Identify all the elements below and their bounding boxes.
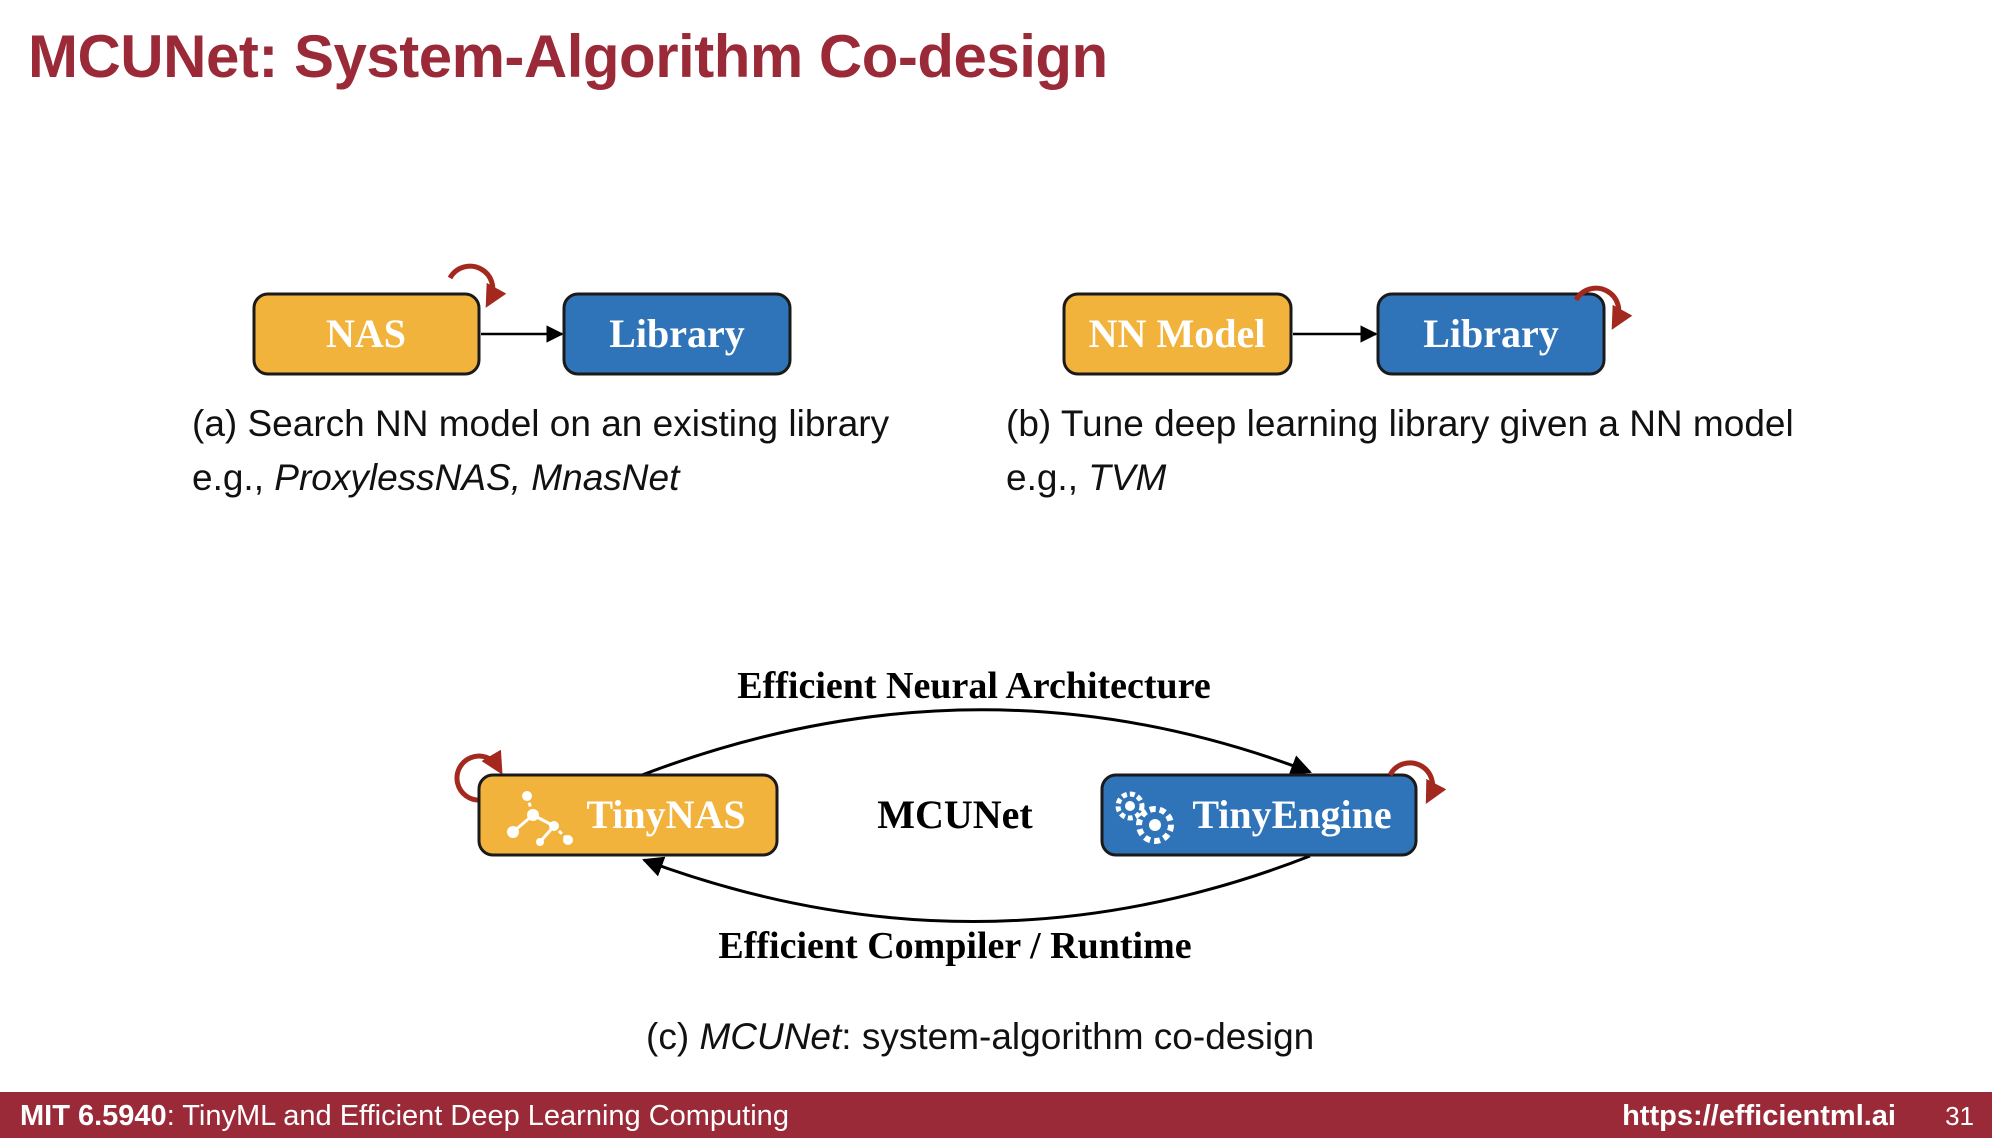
panel-c-caption: (c) MCUNet: system-algorithm co-design [646,1010,1314,1064]
footer-course: MIT 6.5940: TinyML and Efficient Deep Le… [20,1100,789,1133]
panel-c-caption-prefix: (c) [646,1016,700,1057]
panel-a-examples: ProxylessNAS, MnasNet [274,457,680,498]
library-loop-arrow [1573,285,1633,330]
panel-c-caption-name: MCUNet [699,1016,842,1057]
efficient-compiler-runtime-label: Efficient Compiler / Runtime [718,925,1191,967]
panel-c-caption-suffix: : system-algorithm co-design [841,1016,1315,1057]
page-number: 31 [1945,1101,1974,1131]
tinynas-box [477,773,779,857]
nn-model-box [1062,292,1293,376]
panel-b: NN Model Library [1062,285,1633,376]
nas-box-label: NAS [326,311,406,356]
library-box-a [562,292,792,376]
network-graph-icon [507,791,573,846]
top-arc-arrow [641,708,1312,777]
panel-b-caption-line1: (b) Tune deep learning library given a N… [1006,403,1794,444]
library-box-b-label: Library [1423,311,1559,356]
panel-b-eg: e.g., [1006,457,1089,498]
panel-a: NAS Library [252,263,792,376]
library-box-b [1376,292,1606,376]
footer-course-code: MIT 6.5940 [20,1100,167,1132]
tinyengine-box-label: TinyEngine [1192,792,1391,837]
nn-model-box-label: NN Model [1089,311,1266,356]
slide-title: MCUNet: System-Algorithm Co-design [28,23,1108,90]
tinynas-loop-arrow [454,749,503,803]
tinyengine-loop-arrow [1387,760,1447,804]
panel-b-caption: (b) Tune deep learning library given a N… [1006,397,1794,505]
nas-loop-arrow [447,263,507,308]
mcunet-center-label: MCUNet [877,792,1033,837]
footer-bar: MIT 6.5940: TinyML and Efficient Deep Le… [0,1092,1992,1138]
panel-a-eg: e.g., [192,457,275,498]
panel-b-caption-line2: e.g., TVM [1006,451,1794,505]
efficient-neural-architecture-label: Efficient Neural Architecture [737,665,1210,707]
gears-icon [1115,791,1174,844]
library-box-a-label: Library [609,311,745,356]
nas-box [252,292,481,376]
panel-a-caption-line1: (a) Search NN model on an existing libra… [192,403,890,444]
footer-url-link[interactable]: https://efficientml.ai [1622,1100,1896,1132]
bottom-arc-arrow [642,854,1311,923]
panel-a-caption-line2: e.g., ProxylessNAS, MnasNet [192,451,889,505]
panel-a-caption: (a) Search NN model on an existing libra… [192,397,889,505]
footer-course-title: : TinyML and Efficient Deep Learning Com… [166,1100,789,1132]
tinyengine-box [1100,773,1418,857]
tinynas-box-label: TinyNAS [586,792,745,837]
panel-c: Efficient Neural Architecture Efficient … [454,665,1447,967]
panel-b-examples: TVM [1088,457,1167,498]
